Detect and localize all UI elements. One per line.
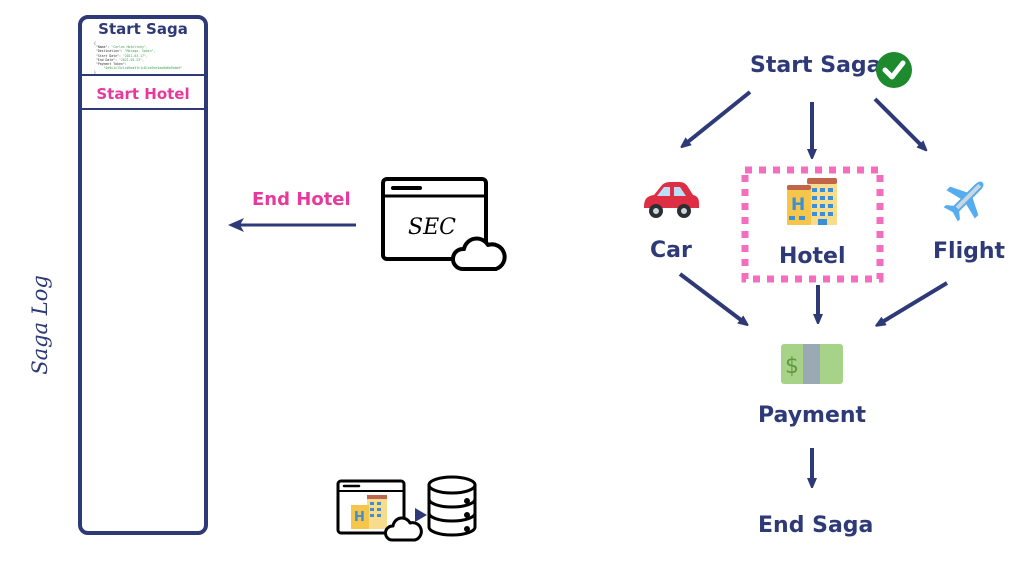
svg-text:H: H: [354, 510, 365, 525]
arrow-car-to-payment: [678, 272, 745, 323]
flow-service-flight: Flight: [933, 239, 1006, 264]
json-line: "Destination": "Malaga, Spain",: [95, 49, 156, 54]
hotel-highlight-box: [741, 166, 884, 283]
flow-payment: Payment: [758, 403, 867, 428]
car-icon: [644, 182, 699, 218]
json-line: "Payment Token":: [95, 62, 127, 67]
arrow-flight-to-payment: [879, 281, 949, 324]
flow-service-hotel: Hotel: [779, 244, 846, 269]
cloud-icon: [451, 236, 507, 271]
svg-text:$: $: [785, 354, 799, 379]
sec-window-icon: SEC: [381, 177, 507, 271]
json-line: "End Date": "2021-03-23",: [95, 57, 144, 62]
flow-service-car: Car: [650, 238, 692, 263]
arrow-start-to-flight: [873, 97, 924, 148]
end-hotel-message: End Hotel: [252, 189, 351, 210]
cloud-icon: [384, 516, 423, 542]
hotel-icon: H: [351, 495, 387, 529]
hotel-to-database-icon: H: [336, 475, 477, 542]
airplane-icon: [943, 181, 984, 222]
log-entry-start-hotel: Start Hotel: [96, 85, 190, 103]
hotel-icon: H: [787, 178, 837, 225]
json-line: "Start Date": "2021-03-17",: [95, 53, 148, 58]
sec-icon-text: SEC: [408, 215, 456, 240]
json-open: {: [94, 41, 96, 45]
arrow-start-to-car: [684, 90, 752, 145]
database-icon: [427, 475, 477, 537]
money-icon: $: [781, 344, 843, 384]
flow-start-saga: Start Saga: [750, 53, 882, 78]
json-close: }: [94, 70, 96, 75]
saga-log-title: Start Saga: [98, 20, 188, 38]
saga-payload-json: { "Name": "Carlos Hoteltney", "Destinati…: [94, 41, 182, 75]
flow-end-saga: End Saga: [758, 513, 874, 538]
svg-text:H: H: [791, 195, 805, 215]
log-divider: [82, 74, 204, 76]
arrow-right-icon: [415, 508, 427, 522]
log-divider: [82, 108, 204, 110]
success-check-icon: [876, 52, 912, 88]
json-line: "Name": "Carlos Hoteltney",: [95, 45, 148, 50]
json-line: "0e9c1c15c1cb9ea5fc1c81cb9ce4aa0d6a9ebb9…: [103, 66, 183, 71]
saga-log-box: Start Saga { "Name": "Carlos Hoteltney",…: [78, 15, 208, 535]
arrow-left-icon: [228, 218, 356, 232]
